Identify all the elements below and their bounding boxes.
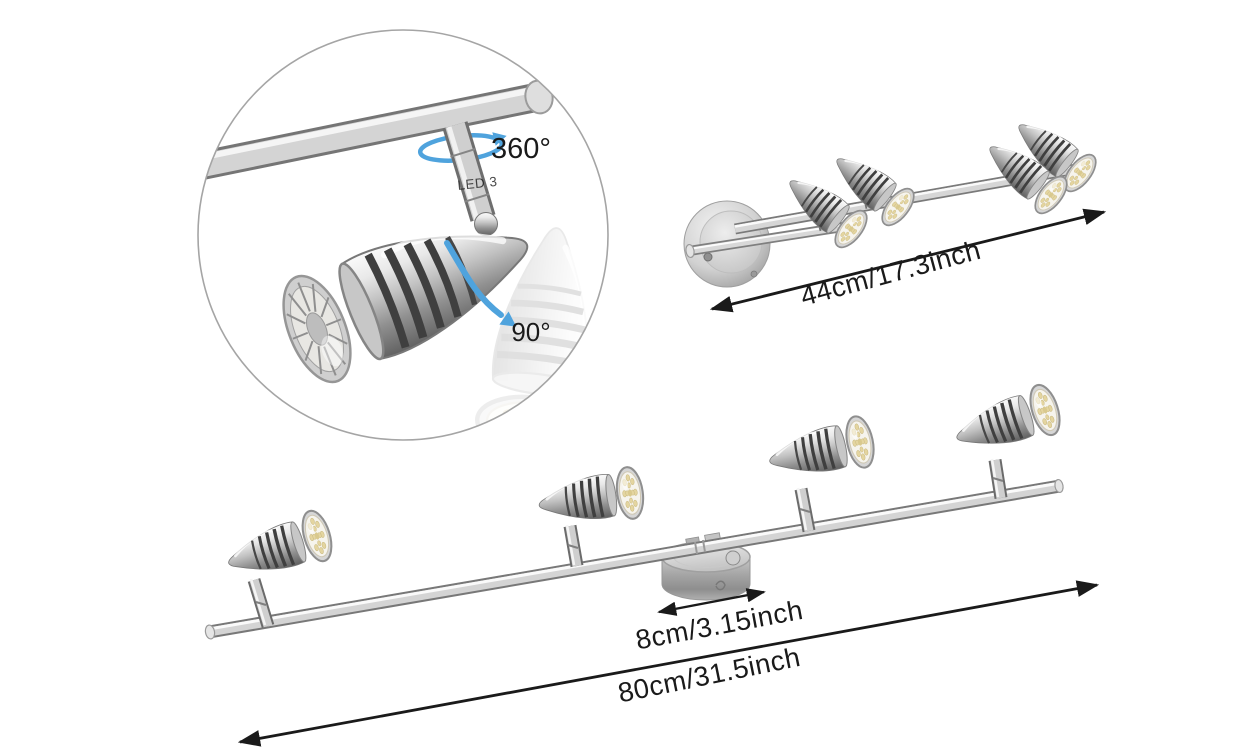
- inset-circle-outline: [197, 29, 609, 441]
- rotation-90-arrowhead-icon: [499, 311, 517, 327]
- inset-swivel-stem: [442, 121, 496, 222]
- bar-end-cap: [1054, 478, 1064, 494]
- rotation-360-arrowhead-icon: [492, 132, 507, 146]
- swivel-joint-ball: [474, 212, 498, 236]
- plate-screw: [703, 252, 713, 262]
- inset-spotlight-head: [282, 195, 547, 384]
- spot-stem: [794, 487, 816, 533]
- rotation-360-label: 360°: [491, 133, 551, 165]
- spot-stem: [988, 458, 1008, 500]
- dimension-arrow-44cm: [709, 208, 1107, 313]
- rotation-90-label: 90°: [511, 317, 550, 347]
- canopy-knob: [725, 550, 741, 566]
- bar-end-cap: [204, 624, 216, 640]
- detail-inset: LED 3: [197, 29, 609, 441]
- rotation-90-arrow-icon: [444, 240, 504, 318]
- dimension-arrow-80cm: [237, 580, 1100, 747]
- plate-screw: [750, 270, 758, 278]
- stem-marking-text: LED 3: [457, 174, 498, 193]
- halogen-glass-face: [282, 274, 352, 384]
- spot-stem: [563, 524, 584, 568]
